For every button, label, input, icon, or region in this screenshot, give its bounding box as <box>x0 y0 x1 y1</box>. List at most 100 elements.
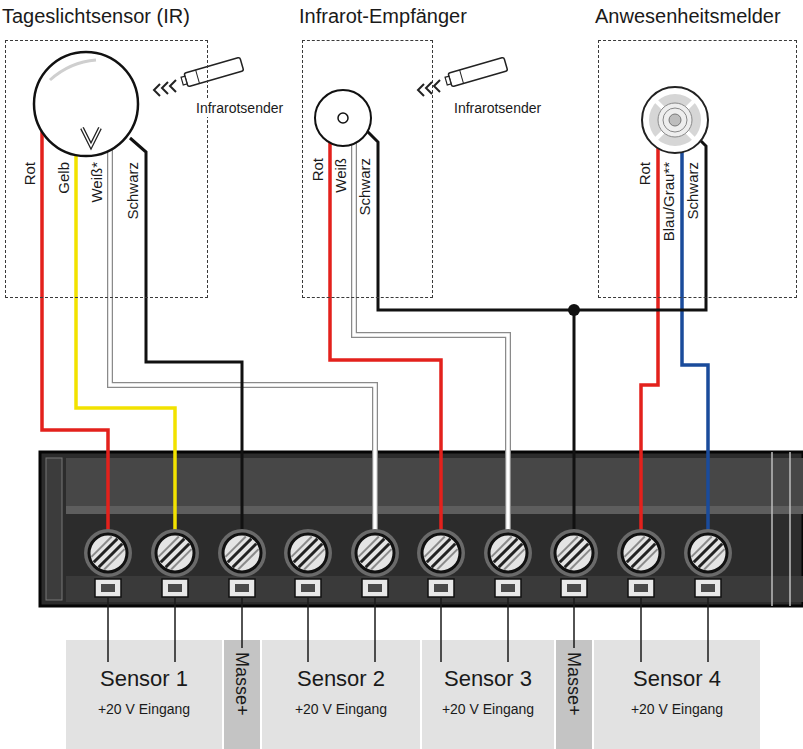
wire-color: Rot <box>637 162 653 185</box>
leader-line <box>440 598 442 662</box>
wire-clamp <box>495 579 521 597</box>
clamp-opening <box>567 584 581 592</box>
wire-color: Gelb <box>56 162 72 194</box>
screw-terminal <box>550 529 598 597</box>
clamp-opening <box>368 584 382 592</box>
wire-color: Schwarz <box>357 158 373 216</box>
group-heading: Tageslichtsensor (IR) <box>2 5 190 28</box>
ir-chevrons <box>418 80 440 96</box>
leader-line <box>107 598 109 662</box>
transmitter-body <box>448 57 508 86</box>
screw-terminal <box>617 529 665 597</box>
terminal-function: +20 V Eingang <box>442 700 534 718</box>
leader-line <box>573 598 575 648</box>
leader-line <box>640 598 642 662</box>
wire-clamp <box>295 579 321 597</box>
screw-terminal <box>151 529 199 597</box>
terminal-block <box>40 452 803 606</box>
screw-slot <box>171 549 191 569</box>
terminal-label: Sensor 4+20 V Eingang <box>594 640 760 749</box>
wire-color: Weiß* <box>89 162 105 203</box>
dome-mark <box>82 128 100 146</box>
ground-label: Masse+ <box>556 640 592 749</box>
terminal-name: Masse+ <box>231 652 253 716</box>
leader-line <box>707 598 709 662</box>
wire-color: Schwarz <box>125 162 141 220</box>
wire-color: Weiß <box>333 158 349 193</box>
screw-terminals <box>84 529 732 597</box>
part-name: Infrarotsender <box>452 100 543 117</box>
terminal-name: Sensor 4 <box>633 666 721 692</box>
clamp-opening <box>501 584 515 592</box>
ground-label: Masse+ <box>224 640 260 749</box>
detector-body <box>642 87 708 153</box>
screw-slot <box>238 549 258 569</box>
screw-head <box>356 534 394 572</box>
wire-color: Rot <box>22 162 38 185</box>
transmitter-tip <box>181 76 187 85</box>
wire-color: Schwarz <box>685 162 701 220</box>
terminal-frame-line <box>772 452 790 606</box>
screw-terminal <box>284 529 332 597</box>
screw-recess <box>151 529 199 577</box>
screw-slot <box>104 549 124 569</box>
terminal-label: Sensor 2 +20 V Eingang <box>262 640 420 749</box>
receiver-lens <box>338 113 348 123</box>
terminal-name: Sensor 3 <box>444 666 532 692</box>
group-heading: Infrarot-Empfänger <box>299 5 467 28</box>
wire-yellow <box>76 140 175 535</box>
clamp-opening <box>168 584 182 592</box>
transmitter-seam <box>460 70 464 83</box>
screw-terminal <box>684 529 732 597</box>
ir-transmitter <box>180 57 243 88</box>
wire-clamp <box>561 579 587 597</box>
leader-line <box>307 598 309 662</box>
wire-blue <box>682 145 708 535</box>
screw-recess <box>351 529 399 577</box>
terminal-clamp-row <box>66 576 803 602</box>
terminal-name: Masse+ <box>563 652 585 716</box>
screw-head <box>622 534 660 572</box>
screw-slot <box>437 549 457 569</box>
wire-red <box>641 140 658 535</box>
detector-lens <box>669 114 681 126</box>
screw-head <box>422 534 460 572</box>
part-name: Infrarotsender <box>194 100 285 117</box>
screw-terminal <box>417 529 465 597</box>
screw-head <box>223 534 261 572</box>
clamp-opening <box>434 584 448 592</box>
ir-beam <box>154 80 440 96</box>
screw-head <box>156 534 194 572</box>
detector-spokes <box>653 98 697 142</box>
leader-line <box>174 598 176 662</box>
sensor-dome <box>34 52 138 156</box>
clamp-opening <box>634 584 648 592</box>
wire-clamp <box>229 579 255 597</box>
wires <box>42 120 708 535</box>
transmitter-body <box>184 57 244 86</box>
wire-clamp <box>695 579 721 597</box>
screw-terminal <box>218 529 266 597</box>
terminal-name: Sensor 2 <box>297 666 385 692</box>
terminal-function: +20 V Eingang <box>295 700 387 718</box>
terminal-label: Sensor 3 +20 V Eingang <box>422 640 554 749</box>
ir-receiver <box>315 90 371 146</box>
wire-black <box>366 130 574 535</box>
screw-slot <box>704 549 724 569</box>
screw-head <box>689 534 727 572</box>
wire-clamp <box>362 579 388 597</box>
terminal-name: Sensor 1 <box>100 666 188 692</box>
terminal-label: Sensor 1 +20 V Eingang <box>66 640 222 749</box>
screw-recess <box>417 529 465 577</box>
presence-detector <box>642 87 708 153</box>
leader-line <box>241 598 243 648</box>
leader-line <box>374 598 376 662</box>
screw-head <box>289 534 327 572</box>
screw-recess <box>218 529 266 577</box>
screw-recess <box>684 529 732 577</box>
screw-terminal <box>351 529 399 597</box>
screw-recess <box>484 529 532 577</box>
transmitter-tip <box>445 76 451 85</box>
screw-slot <box>637 549 657 569</box>
terminal-function: +20 V Eingang <box>98 700 190 718</box>
